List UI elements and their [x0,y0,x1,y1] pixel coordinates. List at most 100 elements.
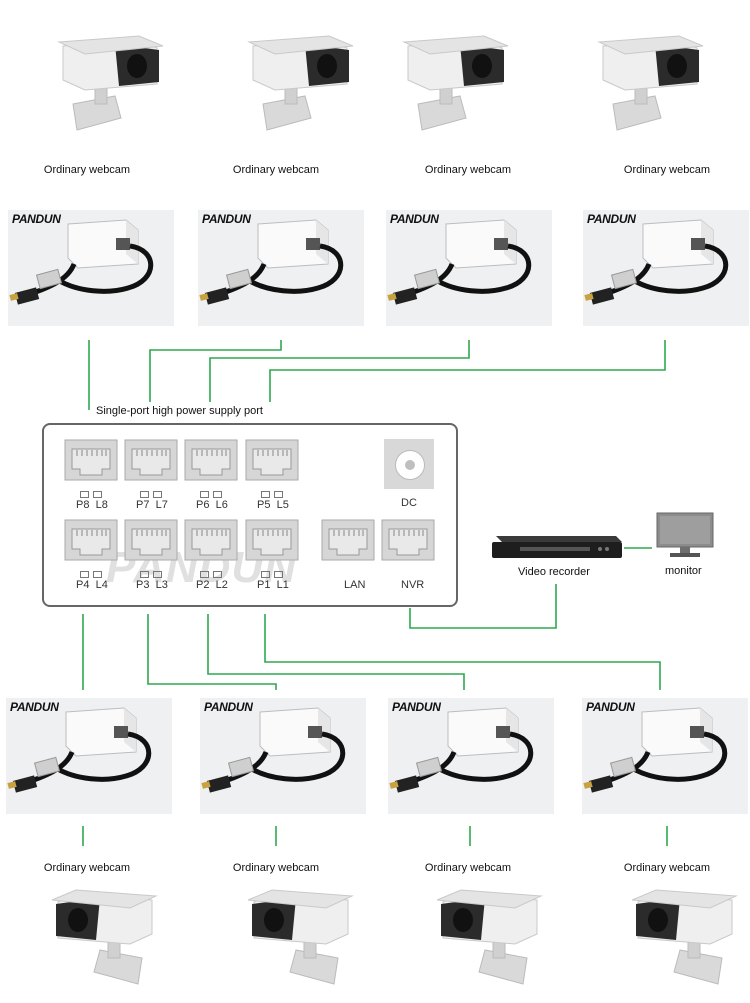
camera-icon [631,889,738,985]
top-camera-4 [595,34,715,144]
switch-header: Single-port high power supply port [96,405,263,417]
poe-splitter-icon [7,707,152,793]
port-number: P7 [136,499,150,511]
video-recorder [490,528,624,564]
bottom-camera-label: Ordinary webcam [232,862,320,874]
bottom-camera-label: Ordinary webcam [43,862,131,874]
wire-bottom-2 [147,614,277,690]
splitter-brand: PANDUN [587,212,636,226]
port-leds [78,568,104,580]
top-camera-label: Ordinary webcam [43,164,131,176]
splitter-brand: PANDUN [586,700,635,714]
link-number: L3 [155,579,168,591]
link-number: L7 [155,499,168,511]
poe-splitter-icon [583,707,728,793]
top-camera-label: Ordinary webcam [232,164,320,176]
port-number: P4 [76,579,90,591]
link-number: L4 [95,579,108,591]
port-number: P6 [196,499,210,511]
poe-splitter-icon [389,707,534,793]
poe-splitter-icon [9,219,154,305]
dc-port [384,439,434,489]
switch-port-p3 [124,519,178,561]
switch-port-p4 [64,519,118,561]
rj45-port-icon [245,519,299,561]
port-leds [259,488,285,500]
switch-port-p6 [184,439,238,481]
port-label: P4 L4 [76,579,108,591]
switch-port-p7 [124,439,178,481]
splitter-brand: PANDUN [202,212,251,226]
link-number: L1 [276,579,289,591]
bottom-camera-label: Ordinary webcam [623,862,711,874]
switch-port-lan [321,519,375,561]
bottom-camera-1 [40,888,160,998]
port-leds [259,568,285,580]
port-leds [138,568,164,580]
bottom-camera-2 [236,888,356,998]
camera-icon [57,35,164,131]
port-label: P7 L7 [136,499,168,511]
top-camera-3 [400,34,520,144]
bottom-splitter-1: PANDUN [6,698,172,814]
nvr-label: NVR [401,579,425,591]
wire-top-4 [269,340,666,402]
port-leds [78,488,104,500]
bottom-camera-3 [425,888,545,998]
port-number: P3 [136,579,150,591]
top-splitter-4: PANDUN [583,210,749,326]
splitter-brand: PANDUN [10,700,59,714]
link-number: L8 [95,499,108,511]
switch-port-p8 [64,439,118,481]
port-number: P8 [76,499,90,511]
camera-icon [51,889,158,985]
rj45-port-icon [381,519,435,561]
camera-icon [597,35,704,131]
recorder-icon [492,536,622,558]
port-label: P5 L5 [257,499,289,511]
bottom-camera-4 [620,888,740,998]
rj45-port-icon [184,519,238,561]
poe-splitter-icon [584,219,729,305]
splitter-brand: PANDUN [204,700,253,714]
port-leds [138,488,164,500]
port-label: P3 L3 [136,579,168,591]
wire-bottom-3 [207,614,465,690]
lan-label: LAN [344,579,366,591]
camera-icon [402,35,509,131]
camera-icon [247,889,354,985]
rj45-port-icon [64,519,118,561]
top-camera-label: Ordinary webcam [623,164,711,176]
top-camera-1 [55,34,175,144]
switch-port-nvr [381,519,435,561]
link-number: L5 [276,499,289,511]
rj45-port-icon [124,439,178,481]
dc-label: DC [401,497,417,509]
rj45-port-icon [321,519,375,561]
monitor-label: monitor [665,565,702,577]
splitter-brand: PANDUN [392,700,441,714]
camera-icon [247,35,354,131]
wire-top-2 [149,340,282,402]
top-camera-2 [245,34,365,144]
bottom-camera-label: Ordinary webcam [424,862,512,874]
wire-bottom-4 [264,614,661,690]
bottom-splitter-3: PANDUN [388,698,554,814]
bottom-splitter-4: PANDUN [582,698,748,814]
top-splitter-2: PANDUN [198,210,364,326]
switch-port-p1 [245,519,299,561]
port-number: P1 [257,579,271,591]
recorder-label: Video recorder [518,566,590,578]
camera-icon [436,889,543,985]
top-splitter-1: PANDUN [8,210,174,326]
port-label: P2 L2 [196,579,228,591]
switch-port-p5 [245,439,299,481]
top-splitter-3: PANDUN [386,210,552,326]
port-leds [198,488,224,500]
rj45-port-icon [124,519,178,561]
poe-splitter-icon [387,219,532,305]
rj45-port-icon [64,439,118,481]
port-label: P8 L8 [76,499,108,511]
bottom-splitter-2: PANDUN [200,698,366,814]
